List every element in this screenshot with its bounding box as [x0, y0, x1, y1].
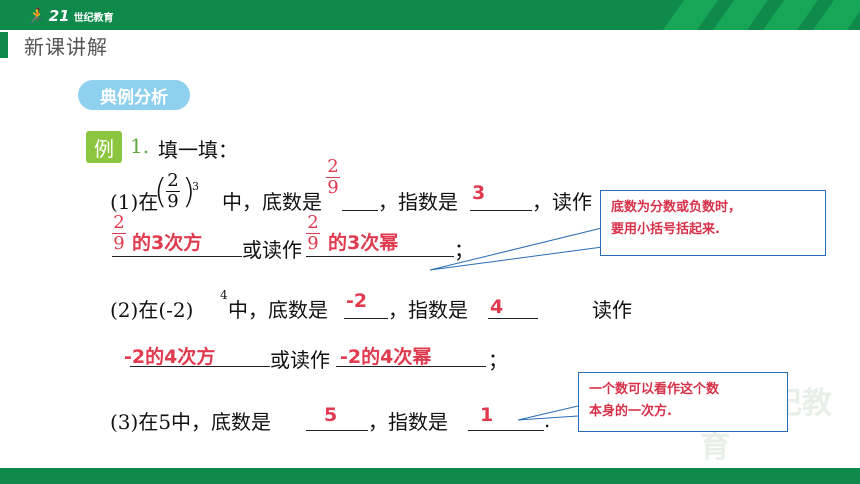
section-badge: 典例分析: [78, 80, 190, 110]
q1-or-read: 或读作: [242, 238, 302, 262]
callout-first-power-note: 一个数可以看作这个数 本身的一次方.: [578, 372, 788, 432]
example-instruction: 填一填：: [158, 138, 238, 162]
callout-fraction-note: 底数为分数或负数时， 要用小括号括起来.: [600, 190, 826, 256]
q1-fraction: 2 9: [166, 172, 180, 211]
q3-ans-exp: 1: [480, 404, 494, 426]
q2-read2-blank[interactable]: [336, 366, 486, 367]
q1-frac-den: 9: [167, 191, 179, 212]
example-number: 1.: [130, 134, 150, 158]
q1-ans-base-num: 2: [327, 156, 339, 177]
logo: 🏃 21 世纪教育: [26, 5, 114, 27]
q2-ans-read2: -2的4次幂: [340, 346, 432, 368]
q1-ans-exp: 3: [472, 182, 486, 204]
callout2-line2: 本身的一次方.: [589, 404, 672, 419]
top-banner: [0, 0, 860, 30]
q1-ans-base-den: 9: [327, 177, 339, 198]
q3-exp-label: ，指数是: [368, 410, 448, 434]
q3-prefix: (3)在5中，底数是: [110, 410, 272, 434]
q2-read1-blank[interactable]: [130, 366, 270, 367]
q2-exp-blank[interactable]: [488, 318, 538, 319]
q3-exp-blank[interactable]: [468, 430, 544, 431]
q1-ans-read1-den: 9: [113, 233, 125, 254]
q1-ans-read2: 的3次幂: [328, 232, 399, 254]
bottom-banner: [0, 468, 860, 484]
callout2-line1: 一个数可以看作这个数: [589, 382, 720, 397]
q3-base-blank[interactable]: [306, 430, 368, 431]
section-title: 新课讲解: [24, 35, 108, 59]
q2-end: ；: [488, 348, 508, 372]
q2-prefix: (2)在(-2): [110, 298, 194, 322]
q2-ans-exp: 4: [490, 296, 504, 318]
callout1-line1: 底数为分数或负数时，: [611, 200, 742, 215]
logo-name: 世纪教育: [73, 12, 114, 24]
q1-open-paren: (: [154, 172, 168, 212]
q1-read2-blank[interactable]: [306, 256, 454, 257]
q1-ans-read2-num: 2: [307, 212, 319, 233]
q1-ans-read1-num: 2: [113, 212, 125, 233]
q1-ans-read2-den: 9: [307, 233, 319, 254]
q3-ans-base: 5: [324, 404, 338, 426]
q1-mid: 中，底数是: [222, 190, 322, 214]
callout1-line2: 要用小括号括起来.: [611, 222, 720, 237]
q2-exp-label: ，指数是: [388, 298, 468, 322]
q2-ans-read1: -2的4次方: [124, 346, 216, 368]
q1-close-paren: ): [182, 172, 196, 212]
q2-ans-base: -2: [346, 290, 368, 312]
q2-mid: 中，底数是: [228, 298, 328, 322]
callout2-pointer: [517, 405, 579, 421]
logo-runner-icon: 🏃: [26, 7, 45, 25]
q1-base-blank[interactable]: [342, 210, 378, 211]
q1-frac-num: 2: [167, 170, 179, 191]
q2-or-read: 或读作: [270, 348, 330, 372]
q1-ans-read2-frac: 2 9: [306, 214, 320, 253]
q1-exponent: 3: [192, 180, 199, 193]
title-accent-bar: [0, 32, 8, 58]
q1-read1-blank[interactable]: [112, 256, 242, 257]
logo-mark: 21: [48, 7, 70, 25]
q3-end: .: [544, 408, 551, 432]
q1-prefix: (1)在: [110, 190, 159, 214]
q1-read: ，读作: [532, 190, 592, 214]
q1-exp-label: ，指数是: [378, 190, 458, 214]
q2-read: 读作: [592, 298, 632, 322]
q1-ans-base: 2 9: [326, 158, 340, 197]
example-tag: 例: [86, 131, 122, 163]
q2-exponent: 4: [220, 288, 228, 302]
q1-exp-blank[interactable]: [470, 210, 532, 211]
q1-ans-read1: 的3次方: [132, 232, 203, 254]
q1-ans-read1-frac: 2 9: [112, 214, 126, 253]
q2-base-blank[interactable]: [344, 318, 388, 319]
q1-end: ；: [454, 238, 474, 262]
callout1-pointer: [429, 225, 611, 271]
